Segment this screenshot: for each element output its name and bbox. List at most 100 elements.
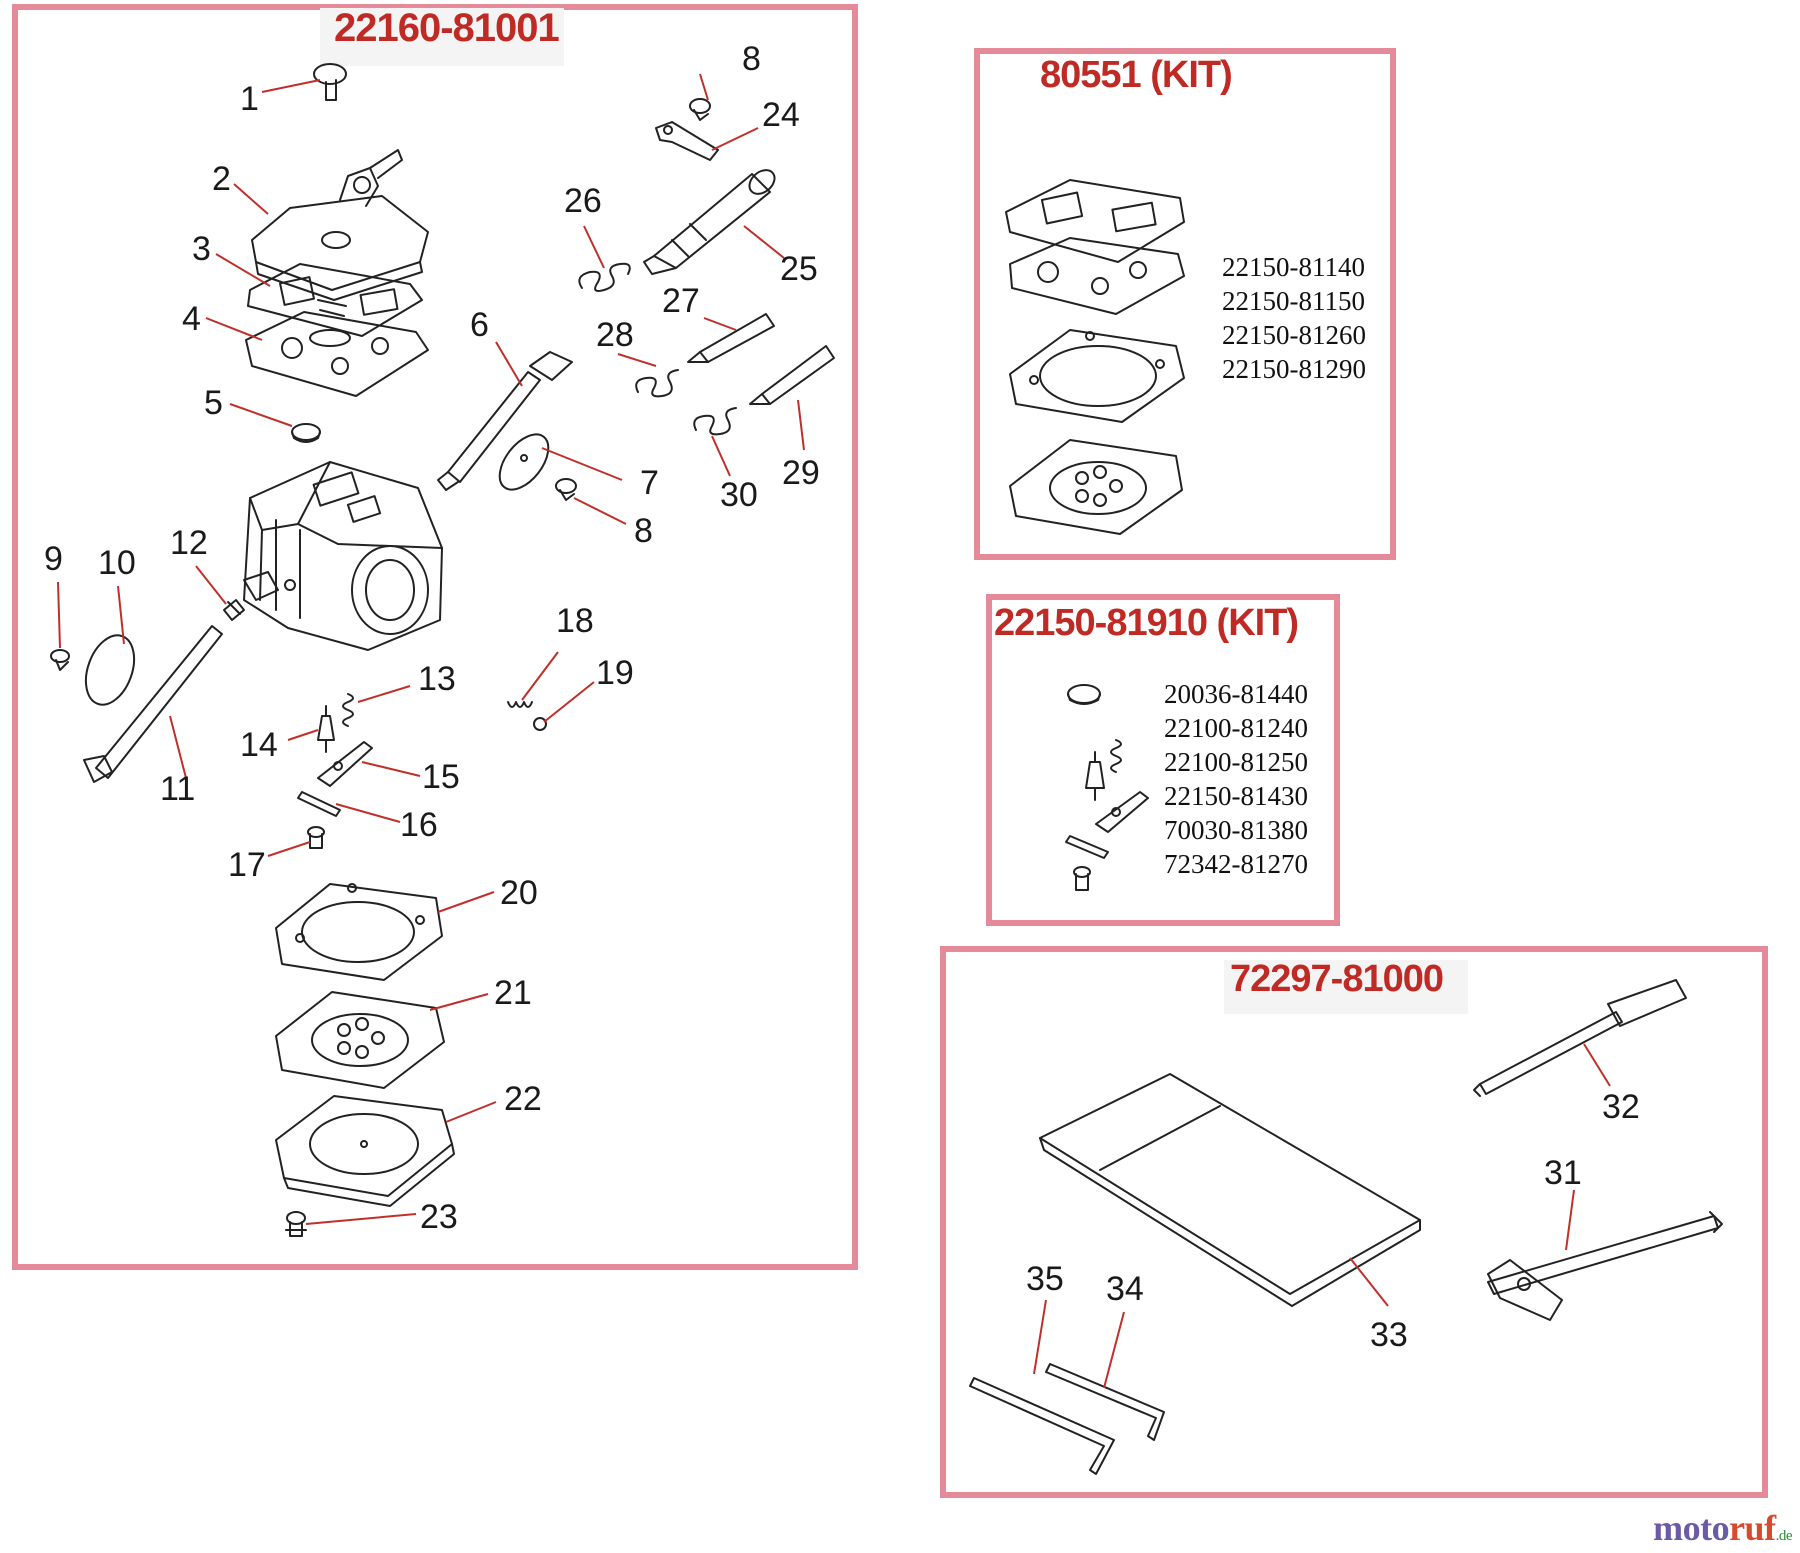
callout-1: 1 <box>240 80 259 118</box>
choke-screw-part <box>50 649 70 671</box>
high-speed-spring-part <box>635 369 679 398</box>
callout-3: 3 <box>192 230 211 268</box>
choke-valve-part <box>84 634 136 706</box>
carburetor-part-number: 22160-81001 <box>334 6 560 50</box>
callout-13: 13 <box>418 660 456 698</box>
leader-line <box>429 993 489 1011</box>
callout-8-top: 8 <box>742 40 761 78</box>
callout-31: 31 <box>1544 1154 1582 1192</box>
callout-22: 22 <box>504 1080 542 1118</box>
leader-line <box>711 435 731 477</box>
leader-line <box>305 1213 417 1225</box>
callout-15: 15 <box>422 758 460 796</box>
throttle-valve-part <box>498 433 550 491</box>
hex-key-large-part <box>969 1377 1115 1475</box>
welch-plug-part <box>291 423 321 443</box>
leader-line <box>287 729 319 741</box>
bracket-part <box>655 121 719 161</box>
needle-spring-part <box>578 262 631 292</box>
kit-spring-part <box>1110 739 1122 773</box>
part-number: 22150-81430 <box>1164 781 1308 811</box>
low-speed-needle-part <box>749 345 835 405</box>
low-speed-spring-part <box>693 407 737 436</box>
watermark-part-3: .de <box>1775 1528 1793 1544</box>
leader-line <box>361 761 421 777</box>
metering-lever-part <box>317 741 373 787</box>
diaphragm-kit-part-list: 22150-81140 22150-81150 22150-81260 2215… <box>1222 250 1366 386</box>
leader-line <box>1103 1311 1125 1389</box>
needle-kit-part-list: 20036-81440 22100-81240 22100-81250 2215… <box>1164 677 1308 881</box>
kit-pump-diaphragm-part <box>1005 179 1185 263</box>
callout-4: 4 <box>182 300 201 338</box>
callout-16: 16 <box>400 806 438 844</box>
leader-line <box>543 681 595 723</box>
callout-12: 12 <box>170 524 208 562</box>
leader-line <box>215 253 271 287</box>
callout-20: 20 <box>500 874 538 912</box>
kit-lever-part <box>1095 791 1149 833</box>
cover-screw-part <box>285 1211 307 1237</box>
leader-line <box>1033 1299 1047 1375</box>
leader-line <box>445 1101 497 1123</box>
tool-kit-part-number: 72297-81000 <box>1230 958 1444 1000</box>
diaphragm-kit-title: 80551 (KIT) <box>1040 54 1233 96</box>
lever-screw-part <box>307 826 325 849</box>
callout-11: 11 <box>160 770 195 808</box>
leader-line <box>711 127 759 151</box>
leader-line <box>573 497 627 525</box>
choke-shaft-part <box>83 625 223 783</box>
leader-line <box>1565 1189 1575 1251</box>
part-number: 22150-81150 <box>1222 286 1365 316</box>
screw-part-top <box>689 98 711 121</box>
throttle-shaft-part <box>437 351 573 491</box>
callout-27: 27 <box>662 282 700 320</box>
leader-line <box>229 403 293 427</box>
screwdriver-part <box>1473 979 1687 1097</box>
leader-line <box>357 685 411 703</box>
needle-kit-title: 22150-81910 (KIT) <box>994 602 1299 644</box>
leader-line <box>743 225 785 259</box>
needle-kit-frame <box>986 594 1340 926</box>
leader-line <box>233 183 269 215</box>
watermark-part-2: ruf <box>1729 1508 1776 1548</box>
callout-30: 30 <box>720 476 758 514</box>
callout-19: 19 <box>596 654 634 692</box>
manual-part <box>1039 1073 1421 1307</box>
pump-diaphragm-part <box>247 263 423 337</box>
callout-29: 29 <box>782 454 820 492</box>
diaphragm-cover-part <box>275 1095 455 1207</box>
callout-24: 24 <box>762 96 800 134</box>
watermark-part-1: moto <box>1653 1508 1730 1548</box>
leader-line <box>169 715 187 779</box>
lever-pin-part <box>297 791 341 817</box>
leader-line <box>617 353 657 367</box>
valve-screw-part <box>555 478 577 501</box>
kit-screw-part <box>1073 866 1091 891</box>
kit-pin-part <box>1065 835 1109 859</box>
callout-32: 32 <box>1602 1088 1640 1126</box>
leader-line <box>195 565 227 605</box>
screw-part <box>313 63 347 101</box>
callout-17: 17 <box>228 846 266 884</box>
pump-cover-part <box>251 149 429 301</box>
carburetor-title-band <box>320 8 564 66</box>
leader-lines <box>57 73 1611 1389</box>
part-number: 22150-81140 <box>1222 252 1365 282</box>
inlet-needle-part <box>317 705 335 753</box>
callout-7: 7 <box>640 464 659 502</box>
kit-needle-part <box>1085 751 1105 801</box>
leader-line <box>521 651 559 701</box>
callout-6: 6 <box>470 306 489 344</box>
fuel-fitting-part <box>643 169 776 275</box>
callout-25: 25 <box>780 250 818 288</box>
tool-kit-title-band <box>1224 960 1468 1014</box>
diaphragm-kit-frame <box>974 48 1396 560</box>
small-spring-part <box>507 701 533 708</box>
leader-line <box>699 73 709 101</box>
callout-35: 35 <box>1026 1260 1064 1298</box>
callout-2: 2 <box>212 160 231 198</box>
kit-welch-plug-part <box>1067 684 1101 705</box>
callout-21: 21 <box>494 974 532 1012</box>
part-number: 22100-81250 <box>1164 747 1308 777</box>
